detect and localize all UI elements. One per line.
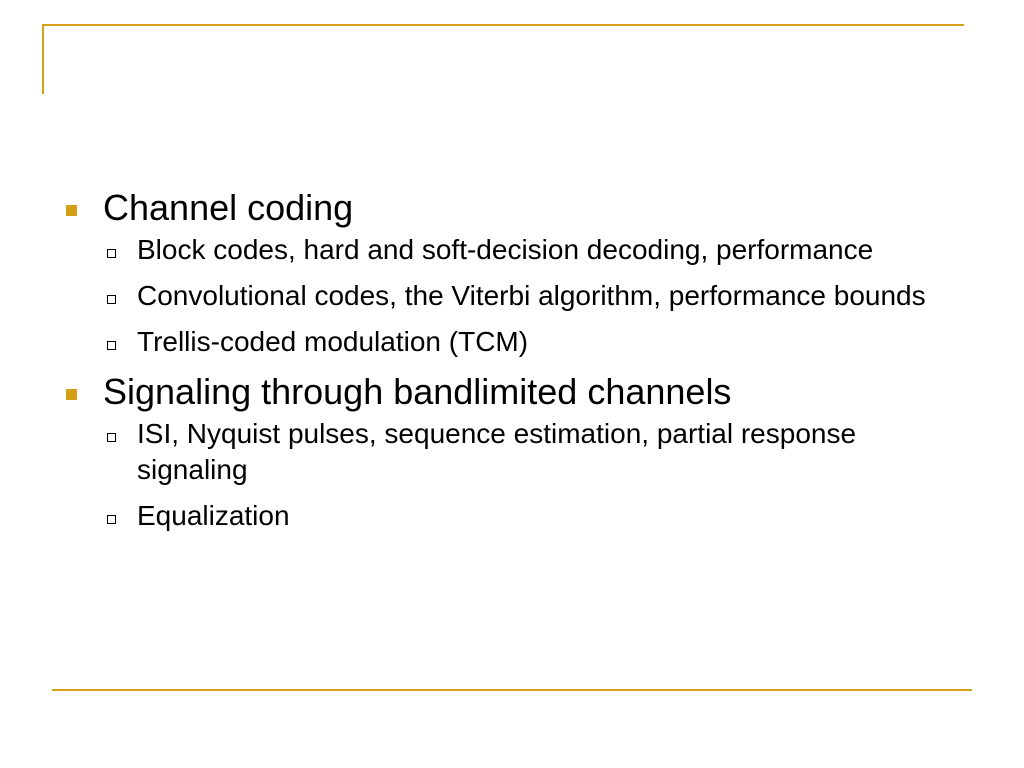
subbullet-item: ISI, Nyquist pulses, sequence estimation…: [60, 416, 960, 488]
hollow-square-bullet-icon: [107, 341, 116, 350]
bullet-text: Signaling through bandlimited channels: [103, 371, 732, 412]
bullet-signaling-bandlimited: Signaling through bandlimited channels: [60, 370, 960, 414]
bullet-channel-coding: Channel coding: [60, 186, 960, 230]
slide-content: Channel coding Block codes, hard and sof…: [60, 186, 960, 544]
subbullet-text: Convolutional codes, the Viterbi algorit…: [137, 280, 926, 311]
frame-left-line: [42, 24, 44, 94]
subbullet-text: Equalization: [137, 500, 290, 531]
square-bullet-icon: [66, 389, 77, 400]
subbullet-text: Block codes, hard and soft-decision deco…: [137, 234, 874, 265]
frame-bottom-line: [52, 689, 972, 691]
subbullet-item: Equalization: [60, 498, 960, 534]
bullet-text: Channel coding: [103, 187, 354, 228]
hollow-square-bullet-icon: [107, 295, 116, 304]
subbullet-item: Block codes, hard and soft-decision deco…: [60, 232, 960, 268]
sublist-channel-coding: Block codes, hard and soft-decision deco…: [60, 232, 960, 360]
subbullet-text: Trellis-coded modulation (TCM): [137, 326, 529, 357]
hollow-square-bullet-icon: [107, 515, 116, 524]
subbullet-item: Trellis-coded modulation (TCM): [60, 324, 960, 360]
hollow-square-bullet-icon: [107, 249, 116, 258]
hollow-square-bullet-icon: [107, 433, 116, 442]
sublist-signaling-bandlimited: ISI, Nyquist pulses, sequence estimation…: [60, 416, 960, 534]
subbullet-text: ISI, Nyquist pulses, sequence estimation…: [137, 418, 857, 485]
frame-top-line: [42, 24, 964, 26]
subbullet-item: Convolutional codes, the Viterbi algorit…: [60, 278, 960, 314]
square-bullet-icon: [66, 205, 77, 216]
